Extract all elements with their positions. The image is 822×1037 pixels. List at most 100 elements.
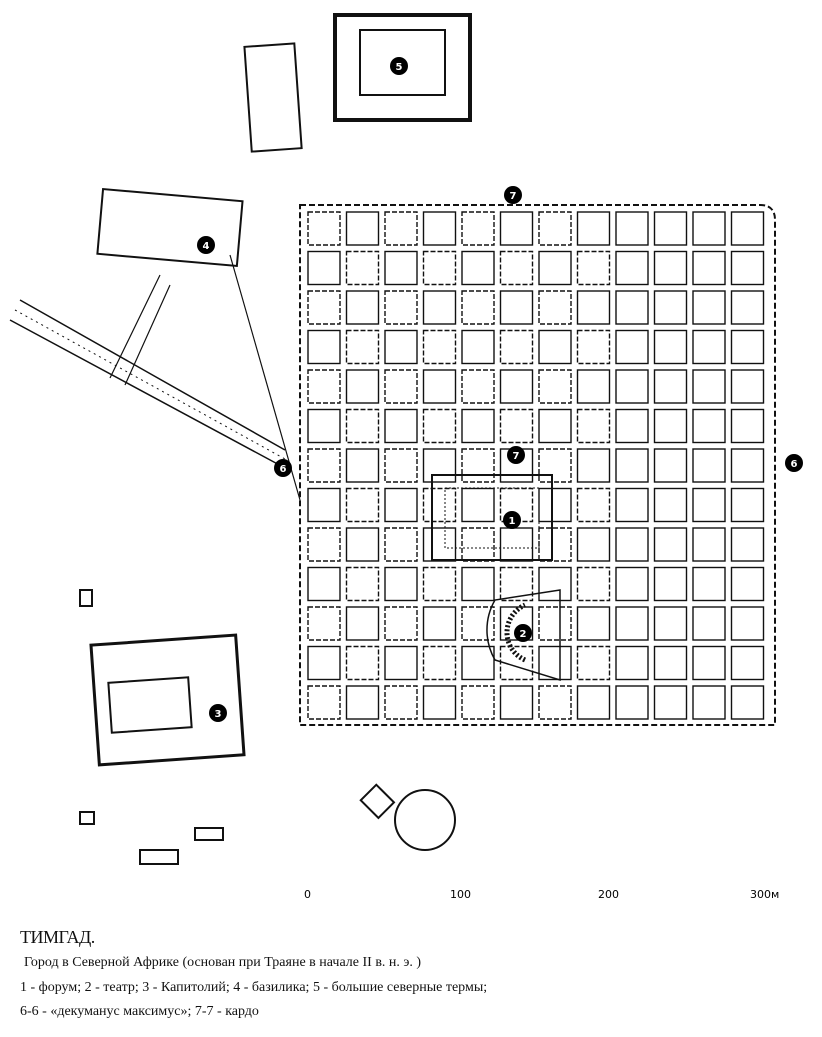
city-block bbox=[576, 685, 611, 720]
city-block bbox=[307, 448, 341, 483]
city-block bbox=[730, 566, 765, 602]
city-block bbox=[422, 606, 457, 641]
city-block bbox=[653, 329, 688, 365]
city-block bbox=[576, 606, 611, 641]
marker-cardo-north[interactable]: 7 bbox=[504, 186, 522, 204]
city-block bbox=[692, 369, 726, 404]
city-block bbox=[692, 250, 726, 286]
city-block bbox=[461, 329, 495, 365]
city-block bbox=[538, 448, 572, 483]
city-block bbox=[576, 369, 611, 404]
forum-building bbox=[431, 474, 553, 561]
city-block bbox=[422, 408, 457, 444]
city-wall bbox=[299, 204, 776, 726]
city-block bbox=[576, 290, 611, 325]
city-block bbox=[730, 408, 765, 444]
city-block bbox=[461, 448, 495, 483]
city-block bbox=[384, 250, 418, 286]
city-block bbox=[384, 645, 418, 681]
city-block bbox=[422, 487, 457, 523]
city-block bbox=[461, 606, 495, 641]
city-block bbox=[692, 448, 726, 483]
basilica-building bbox=[96, 187, 244, 268]
city-block bbox=[461, 250, 495, 286]
city-block bbox=[730, 211, 765, 246]
city-block bbox=[345, 448, 380, 483]
city-block bbox=[653, 369, 688, 404]
city-block bbox=[538, 408, 572, 444]
city-block bbox=[576, 566, 611, 602]
city-block bbox=[730, 645, 765, 681]
city-block bbox=[422, 566, 457, 602]
city-block bbox=[461, 369, 495, 404]
city-block bbox=[653, 408, 688, 444]
marker-basilica[interactable]: 4 bbox=[197, 236, 215, 254]
city-block bbox=[692, 606, 726, 641]
marker-label: 6 bbox=[280, 464, 287, 475]
marker-decumanus-east[interactable]: 6 bbox=[785, 454, 803, 472]
southern-church bbox=[394, 789, 456, 851]
marker-capitol[interactable]: 3 bbox=[209, 704, 227, 722]
marker-label: 7 bbox=[510, 191, 517, 202]
city-block bbox=[422, 250, 457, 286]
city-block bbox=[730, 329, 765, 365]
city-block bbox=[615, 250, 649, 286]
legend-line-1: 1 - форум; 2 - театр; 3 - Капитолий; 4 -… bbox=[20, 980, 488, 995]
city-block bbox=[538, 527, 572, 562]
city-block bbox=[307, 329, 341, 365]
city-block bbox=[499, 250, 534, 286]
city-block bbox=[422, 211, 457, 246]
marker-decumanus-west[interactable]: 6 bbox=[274, 459, 292, 477]
city-block bbox=[461, 566, 495, 602]
city-block bbox=[307, 211, 341, 246]
marker-label: 4 bbox=[203, 241, 210, 252]
city-block bbox=[384, 329, 418, 365]
city-block bbox=[422, 290, 457, 325]
city-block bbox=[692, 566, 726, 602]
city-block bbox=[692, 685, 726, 720]
city-block bbox=[692, 408, 726, 444]
city-block bbox=[422, 369, 457, 404]
marker-cardo-south[interactable]: 7 bbox=[507, 446, 525, 464]
city-block bbox=[730, 290, 765, 325]
street-grid bbox=[307, 211, 765, 720]
city-block bbox=[576, 487, 611, 523]
city-block bbox=[653, 645, 688, 681]
marker-theatre[interactable]: 2 bbox=[514, 624, 532, 642]
city-block bbox=[615, 566, 649, 602]
city-block bbox=[307, 566, 341, 602]
scale-bar: 0 100 200 300м bbox=[304, 888, 779, 900]
city-block bbox=[615, 487, 649, 523]
city-block bbox=[576, 408, 611, 444]
city-block bbox=[538, 369, 572, 404]
city-block bbox=[615, 290, 649, 325]
city-block bbox=[615, 448, 649, 483]
city-block bbox=[538, 645, 572, 681]
city-block bbox=[384, 527, 418, 562]
western-road bbox=[9, 299, 286, 469]
city-block bbox=[538, 211, 572, 246]
city-block bbox=[384, 487, 418, 523]
marker-forum[interactable]: 1 bbox=[503, 511, 521, 529]
city-block bbox=[615, 527, 649, 562]
city-block bbox=[499, 211, 534, 246]
city-block bbox=[307, 369, 341, 404]
city-block bbox=[384, 211, 418, 246]
city-block bbox=[307, 527, 341, 562]
city-block bbox=[730, 369, 765, 404]
city-block bbox=[307, 685, 341, 720]
marker-label: 6 bbox=[791, 459, 798, 470]
marker-north-baths[interactable]: 5 bbox=[390, 57, 408, 75]
city-plan: 1 2 3 4 5 6 6 7 7 0 100 200 300м bbox=[9, 13, 803, 900]
city-block bbox=[653, 606, 688, 641]
city-block bbox=[422, 527, 457, 562]
city-block bbox=[576, 527, 611, 562]
city-block bbox=[499, 369, 534, 404]
capitol-temple bbox=[107, 676, 193, 734]
city-block bbox=[384, 566, 418, 602]
city-block bbox=[422, 685, 457, 720]
city-block bbox=[576, 329, 611, 365]
city-block bbox=[615, 408, 649, 444]
city-block bbox=[461, 645, 495, 681]
city-block bbox=[653, 487, 688, 523]
